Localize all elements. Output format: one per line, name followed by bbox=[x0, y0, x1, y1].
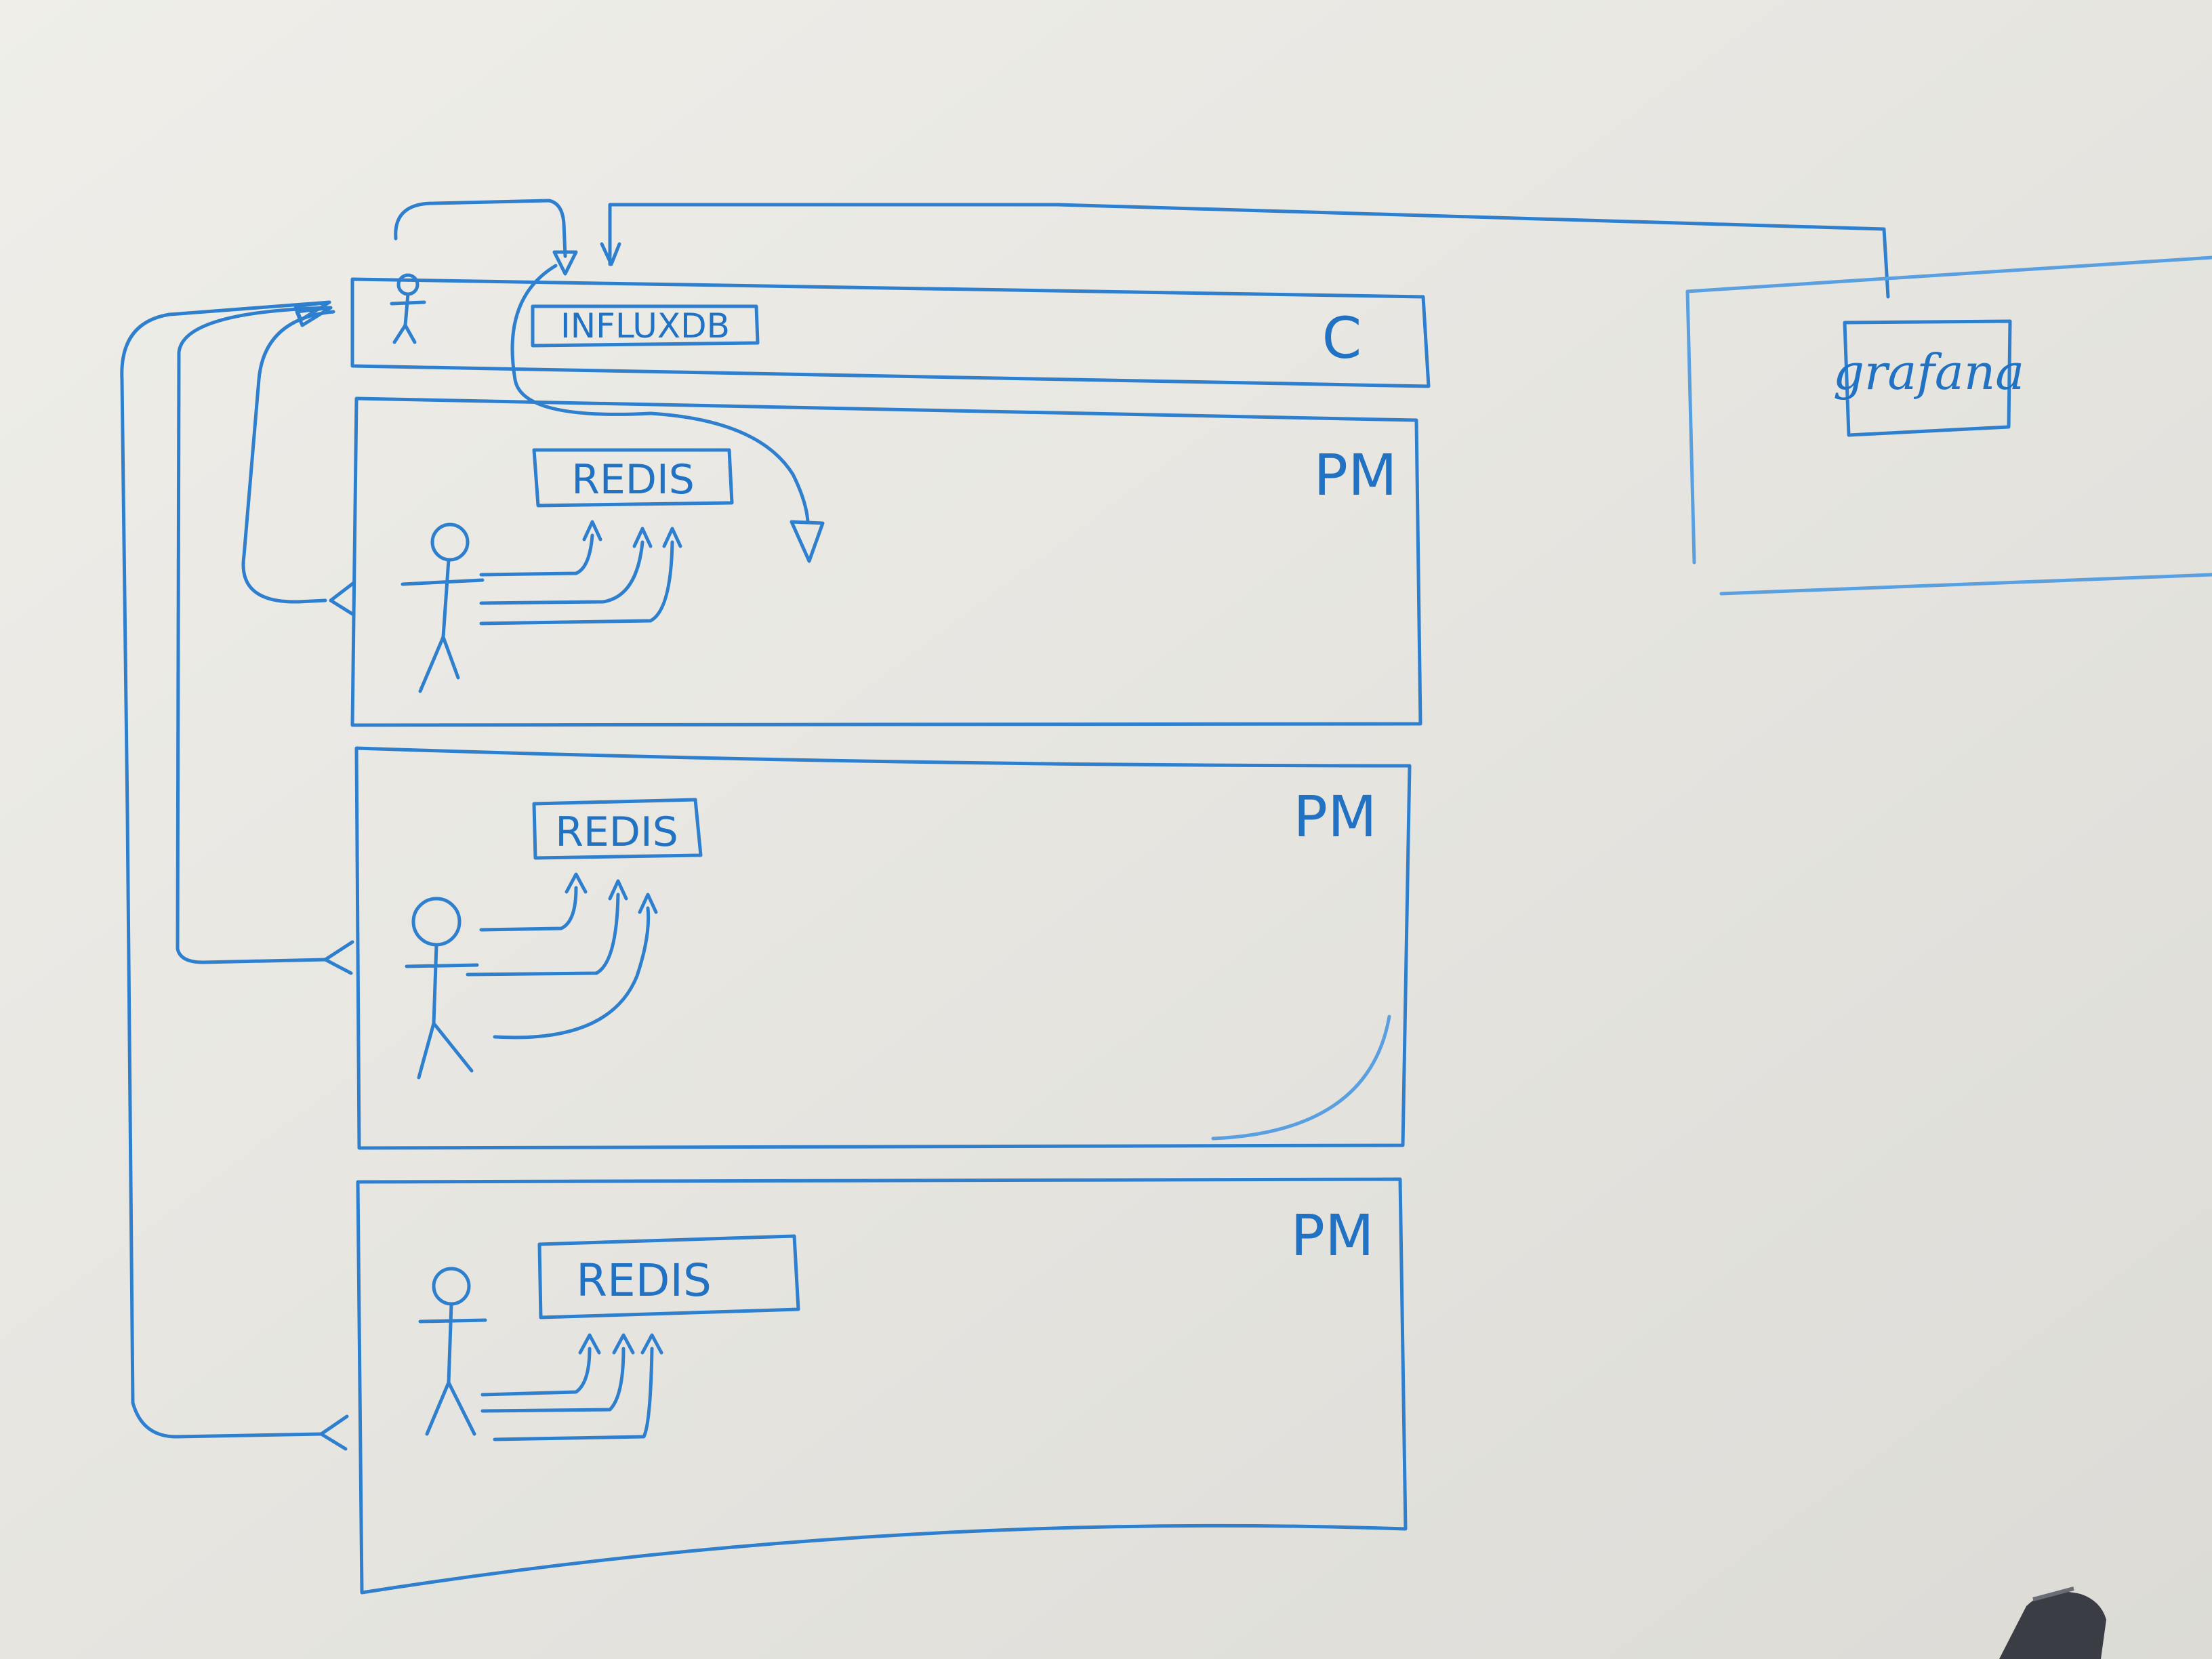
arrow-head-icon bbox=[578, 1333, 663, 1355]
influxdb-label: INFLUXDB bbox=[560, 306, 730, 346]
marker-icon bbox=[1999, 1591, 2106, 1659]
stick-figure-icon bbox=[418, 1267, 487, 1436]
bus-line-outer bbox=[120, 300, 331, 1439]
grafana-box bbox=[1843, 319, 2012, 437]
influxdb-box bbox=[531, 304, 760, 348]
grafana-link-line bbox=[608, 203, 1890, 299]
arrow-head-icon bbox=[565, 872, 658, 914]
redis-links-1 bbox=[479, 533, 674, 626]
stick-figure-icon bbox=[405, 897, 479, 1080]
arrow-head-icon bbox=[600, 242, 621, 266]
grafana-area: grafana bbox=[1685, 255, 2212, 596]
redis-label-3: REDIS bbox=[576, 1254, 712, 1307]
stick-figure-icon bbox=[401, 523, 485, 693]
bus-line-middle bbox=[176, 306, 331, 964]
pm-box-1: PM REDIS bbox=[350, 396, 1422, 727]
redis-label-1: REDIS bbox=[571, 456, 695, 504]
redis-links-3 bbox=[480, 1347, 654, 1441]
arrow-head-icon bbox=[293, 300, 333, 327]
redis-box-3 bbox=[537, 1234, 800, 1319]
bus-line-inner bbox=[241, 310, 335, 604]
arrow-head-icon bbox=[329, 581, 356, 616]
pm-box-2-corner-mark bbox=[1211, 1015, 1391, 1141]
pm-box-2: PM REDIS bbox=[354, 746, 1412, 1150]
redis-box-1 bbox=[532, 448, 734, 508]
marker-highlight bbox=[2032, 1586, 2074, 1601]
controller-tag-label: C bbox=[1322, 305, 1362, 371]
redis-links-2 bbox=[466, 886, 651, 1040]
controller-box: INFLUXDB C bbox=[350, 273, 1431, 388]
top-loop-line bbox=[394, 199, 567, 258]
stick-figure-icon bbox=[390, 273, 426, 344]
pm-label-2: PM bbox=[1293, 783, 1376, 850]
influx-to-pm-curve bbox=[510, 264, 810, 524]
redis-box-2 bbox=[532, 798, 703, 860]
pm-box-3: PM REDIS bbox=[356, 1177, 1408, 1595]
pm-label-3: PM bbox=[1290, 1202, 1374, 1269]
arrow-head-icon bbox=[790, 520, 825, 563]
arrow-head-icon bbox=[552, 250, 578, 276]
pm-label-1: PM bbox=[1313, 442, 1397, 508]
arrow-head-icon bbox=[319, 1414, 349, 1451]
grafana-label: grafana bbox=[1833, 344, 2024, 401]
redis-label-2: REDIS bbox=[555, 808, 678, 856]
arrow-head-icon bbox=[582, 520, 682, 548]
arrow-head-icon bbox=[323, 940, 354, 975]
